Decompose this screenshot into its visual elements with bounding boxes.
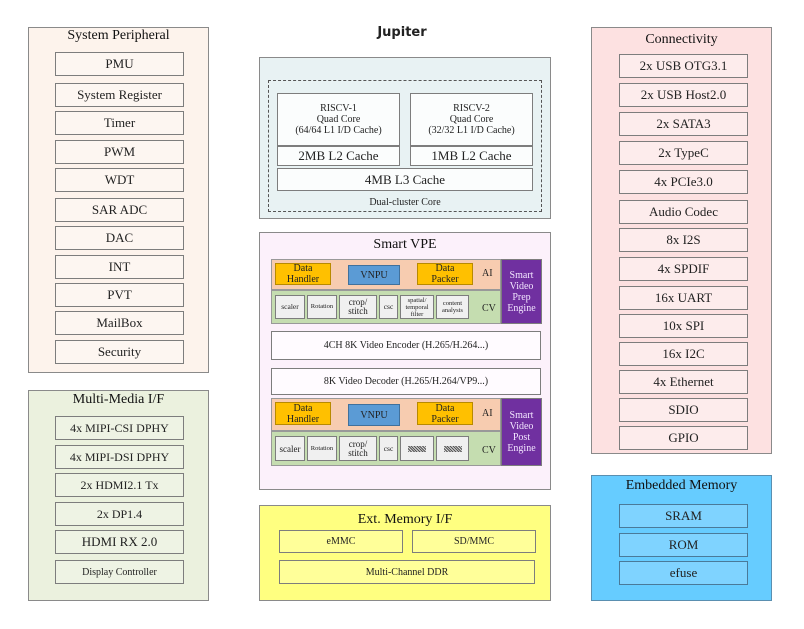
hatch-pattern-icon <box>408 445 426 452</box>
system-peripheral-panel: System Peripheral PMU System Register Ti… <box>28 27 209 373</box>
cpu-panel: RISCV-1 Quad Core (64/64 L1 I/D Cache) R… <box>259 57 551 219</box>
block-mipi-csi: 4x MIPI-CSI DPHY <box>55 416 184 440</box>
prep-cv-scaler: scaler <box>275 295 305 319</box>
hatch-pattern-icon <box>443 445 462 452</box>
riscv-2-name: RISCV-2 <box>453 103 490 114</box>
post-cv-csc: csc <box>379 436 398 461</box>
post-cv-label: CV <box>482 445 496 456</box>
block-security: Security <box>55 340 184 364</box>
prep-cv-csc: csc <box>379 295 398 319</box>
block-sar-adc: SAR ADC <box>55 198 184 222</box>
block-l3-cache: 4MB L3 Cache <box>277 168 533 191</box>
post-cv-block-a <box>400 436 434 461</box>
post-ai-label: AI <box>482 408 493 419</box>
block-sd-mmc: SD/MMC <box>412 530 536 553</box>
page-title: Jupiter <box>377 25 427 40</box>
block-efuse: efuse <box>619 561 748 585</box>
block-mipi-dsi: 4x MIPI-DSI DPHY <box>55 445 184 469</box>
block-audio-codec: Audio Codec <box>619 200 748 224</box>
post-data-handler: Data Handler <box>275 402 331 425</box>
riscv-1-cache: (64/64 L1 I/D Cache) <box>295 125 382 136</box>
smart-vpe-panel: Smart VPE Data Handler VNPU Data Packer … <box>259 232 551 490</box>
block-pcie: 4x PCIe3.0 <box>619 170 748 194</box>
block-timer: Timer <box>55 111 184 135</box>
post-vnpu: VNPU <box>348 404 400 426</box>
post-cv-rotation: Rotation <box>307 436 337 461</box>
video-encoder: 4CH 8K Video Encoder (H.265/H.264...) <box>271 331 541 360</box>
prep-cv-rotation: Rotation <box>307 295 337 319</box>
ext-memory-title: Ext. Memory I/F <box>357 512 453 527</box>
post-cv-block-b <box>436 436 469 461</box>
block-rom: ROM <box>619 533 748 557</box>
block-int: INT <box>55 255 184 279</box>
riscv-2-cache: (32/32 L1 I/D Cache) <box>428 125 515 136</box>
post-cv-scaler: scaler <box>275 436 305 461</box>
prep-cv-label: CV <box>482 303 496 314</box>
multimedia-title: Multi-Media I/F <box>72 392 165 407</box>
prep-data-packer: Data Packer <box>417 263 473 285</box>
post-engine-group: Data Handler VNPU Data Packer AI scaler … <box>271 398 542 467</box>
prep-cv-spatial-filter: spatial/ temporal filter <box>400 295 434 319</box>
prep-vnpu: VNPU <box>348 265 400 285</box>
post-cv-crop-stitch: crop/ stitch <box>339 436 377 461</box>
video-decoder: 8K Video Decoder (H.265/H.264/VP9...) <box>271 368 541 395</box>
smart-vpe-title: Smart VPE <box>373 237 437 252</box>
block-typec: 2x TypeC <box>619 141 748 165</box>
block-i2s: 8x I2S <box>619 228 748 252</box>
block-system-register: System Register <box>55 83 184 107</box>
block-pmu: PMU <box>55 52 184 76</box>
block-usb-host: 2x USB Host2.0 <box>619 83 748 107</box>
multimedia-panel: Multi-Media I/F 4x MIPI-CSI DPHY 4x MIPI… <box>28 390 209 601</box>
block-l2-cache-1: 2MB L2 Cache <box>277 146 400 166</box>
block-l2-cache-2: 1MB L2 Cache <box>410 146 533 166</box>
block-riscv-1: RISCV-1 Quad Core (64/64 L1 I/D Cache) <box>277 93 400 146</box>
block-spdif: 4x SPDIF <box>619 257 748 281</box>
block-uart: 16x UART <box>619 286 748 310</box>
block-i2c: 16x I2C <box>619 342 748 366</box>
block-gpio: GPIO <box>619 426 748 450</box>
prep-data-handler: Data Handler <box>275 263 331 285</box>
embedded-memory-panel: Embedded Memory SRAM ROM efuse <box>591 475 772 601</box>
prep-engine-group: Data Handler VNPU Data Packer AI scaler … <box>271 259 542 325</box>
block-spi: 10x SPI <box>619 314 748 338</box>
block-pvt: PVT <box>55 283 184 307</box>
prep-cv-crop-stitch: crop/ stitch <box>339 295 377 319</box>
block-wdt: WDT <box>55 168 184 192</box>
prep-engine: Smart Video Prep Engine <box>501 259 542 324</box>
block-ethernet: 4x Ethernet <box>619 370 748 394</box>
block-multi-channel-ddr: Multi-Channel DDR <box>279 560 535 584</box>
dual-cluster-label: Dual-cluster Core <box>369 197 441 208</box>
block-sdio: SDIO <box>619 398 748 422</box>
riscv-2-cores: Quad Core <box>449 114 494 125</box>
block-sram: SRAM <box>619 504 748 528</box>
block-dac: DAC <box>55 226 184 250</box>
block-hdmi-rx: HDMI RX 2.0 <box>55 530 184 554</box>
prep-ai-label: AI <box>482 268 493 279</box>
connectivity-title: Connectivity <box>645 32 718 47</box>
prep-cv-content-analysis: content analysis <box>436 295 469 319</box>
block-usb-otg: 2x USB OTG3.1 <box>619 54 748 78</box>
post-engine: Smart Video Post Engine <box>501 398 542 466</box>
system-peripheral-title: System Peripheral <box>67 28 170 43</box>
block-sata: 2x SATA3 <box>619 112 748 136</box>
dual-cluster-boundary <box>268 80 542 212</box>
block-dp: 2x DP1.4 <box>55 502 184 526</box>
block-pwm: PWM <box>55 140 184 164</box>
block-mailbox: MailBox <box>55 311 184 335</box>
block-display-controller: Display Controller <box>55 560 184 584</box>
connectivity-panel: Connectivity 2x USB OTG3.1 2x USB Host2.… <box>591 27 772 454</box>
post-data-packer: Data Packer <box>417 402 473 425</box>
riscv-1-cores: Quad Core <box>316 114 361 125</box>
block-emmc: eMMC <box>279 530 403 553</box>
block-riscv-2: RISCV-2 Quad Core (32/32 L1 I/D Cache) <box>410 93 533 146</box>
ext-memory-panel: Ext. Memory I/F eMMC SD/MMC Multi-Channe… <box>259 505 551 601</box>
block-hdmi-tx: 2x HDMI2.1 Tx <box>55 473 184 497</box>
embedded-memory-title: Embedded Memory <box>625 478 738 493</box>
riscv-1-name: RISCV-1 <box>320 103 357 114</box>
